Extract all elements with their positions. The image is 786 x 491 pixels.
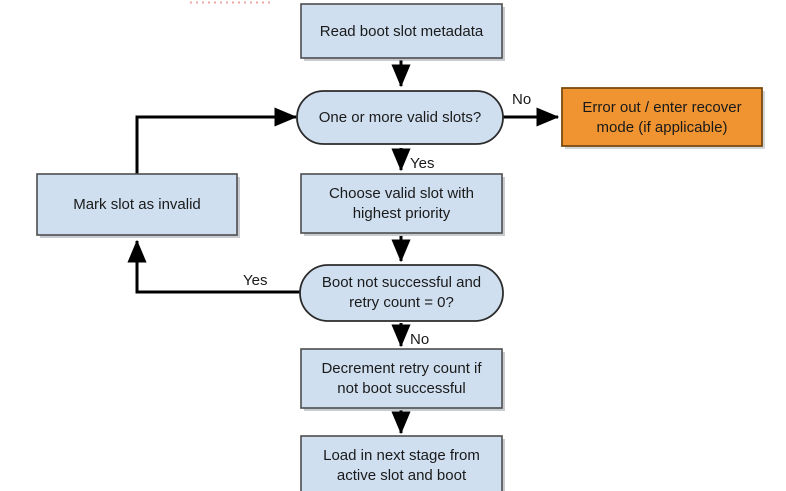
edge-label-boot-retry-no: No [410, 331, 429, 348]
node-label-decrement-retry-count-line2: not boot successful [337, 380, 465, 397]
node-error-out[interactable]: Error out / enter recover mode (if appli… [561, 87, 765, 149]
edge-label-valid-slots-yes: Yes [410, 155, 434, 172]
node-label-mark-slot-as-invalid: Mark slot as invalid [73, 196, 201, 213]
node-decrement-retry-count[interactable]: Decrement retry count if not boot succes… [300, 348, 505, 411]
node-boot-not-successful[interactable]: Boot not successful and retry count = 0? [299, 264, 504, 322]
node-label-boot-not-successful-line1: Boot not successful and [322, 274, 481, 291]
node-label-error-out-line1: Error out / enter recover [582, 99, 741, 116]
node-choose-valid-slot[interactable]: Choose valid slot with highest priority [300, 173, 505, 236]
edge-label-valid-slots-no: No [512, 91, 531, 108]
node-one-or-more-valid-slots[interactable]: One or more valid slots? [296, 90, 504, 145]
node-label-load-next-stage-line2: active slot and boot [337, 467, 467, 484]
node-label-decrement-retry-count-line1: Decrement retry count if [321, 360, 482, 377]
node-label-load-next-stage-line1: Load in next stage from [323, 447, 480, 464]
edge-mark-invalid-to-valid-slots [135, 107, 298, 174]
node-read-boot-slot-metadata[interactable]: Read boot slot metadata [300, 3, 505, 61]
edge-boot-retry-yes-to-mark-invalid [127, 239, 300, 294]
node-load-next-stage[interactable]: Load in next stage from active slot and … [300, 435, 505, 491]
node-label-choose-valid-slot-line1: Choose valid slot with [329, 185, 474, 202]
edge-label-boot-retry-yes: Yes [243, 272, 267, 289]
node-label-one-or-more-valid-slots: One or more valid slots? [319, 109, 482, 126]
node-mark-slot-as-invalid[interactable]: Mark slot as invalid [36, 173, 240, 238]
node-label-boot-not-successful-line2: retry count = 0? [349, 294, 454, 311]
node-label-choose-valid-slot-line2: highest priority [353, 205, 451, 222]
node-label-error-out-line2: mode (if applicable) [597, 119, 728, 136]
node-label-read-boot-slot-metadata: Read boot slot metadata [320, 23, 484, 40]
